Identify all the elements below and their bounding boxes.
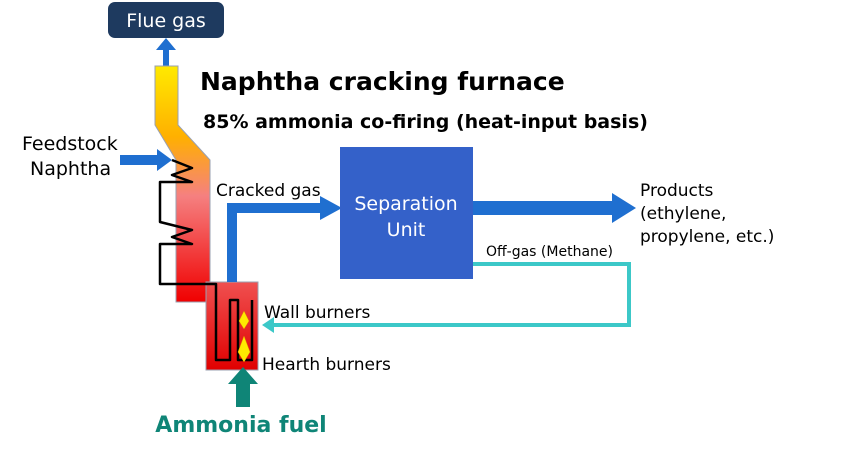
page-subtitle: 85% ammonia co-firing (heat-input basis) [203,111,648,133]
cracked-gas-arrow [320,196,342,220]
flue-gas-arrow [156,38,176,66]
feedstock-label-line1: Feedstock [22,133,118,155]
feedstock-arrow [120,149,172,171]
off-gas-arrow [262,317,274,333]
cracked-gas-pipe [227,203,322,282]
ammonia-fuel-arrow [228,367,258,407]
cracked-gas-label: Cracked gas [216,181,321,201]
separation-unit-label-line1: Separation [354,193,457,215]
products-arrow [473,193,636,223]
flue-gas-badge [108,2,224,38]
feedstock-label-line2: Naphtha [30,158,111,180]
products-label-line2: (ethylene, [640,204,726,224]
hearth-burners-label: Hearth burners [262,355,391,375]
separation-unit-box [340,147,473,279]
products-label-line1: Products [640,181,714,201]
separation-unit-label-line2: Unit [387,219,426,241]
off-gas-line [272,262,631,327]
wall-burners-label: Wall burners [264,303,370,323]
hearth-burner-flame-icon [237,335,251,363]
ammonia-fuel-label: Ammonia fuel [155,413,326,438]
process-coil [158,158,254,362]
page-title: Naphtha cracking furnace [200,67,565,96]
furnace-firebox [205,281,259,371]
off-gas-label: Off-gas (Methane) [486,244,613,260]
flue-gas-label: Flue gas [126,10,206,32]
wall-burner-flame-icon [238,310,250,330]
products-label-line3: propylene, etc.) [640,227,774,247]
furnace-convection-section [154,65,211,303]
